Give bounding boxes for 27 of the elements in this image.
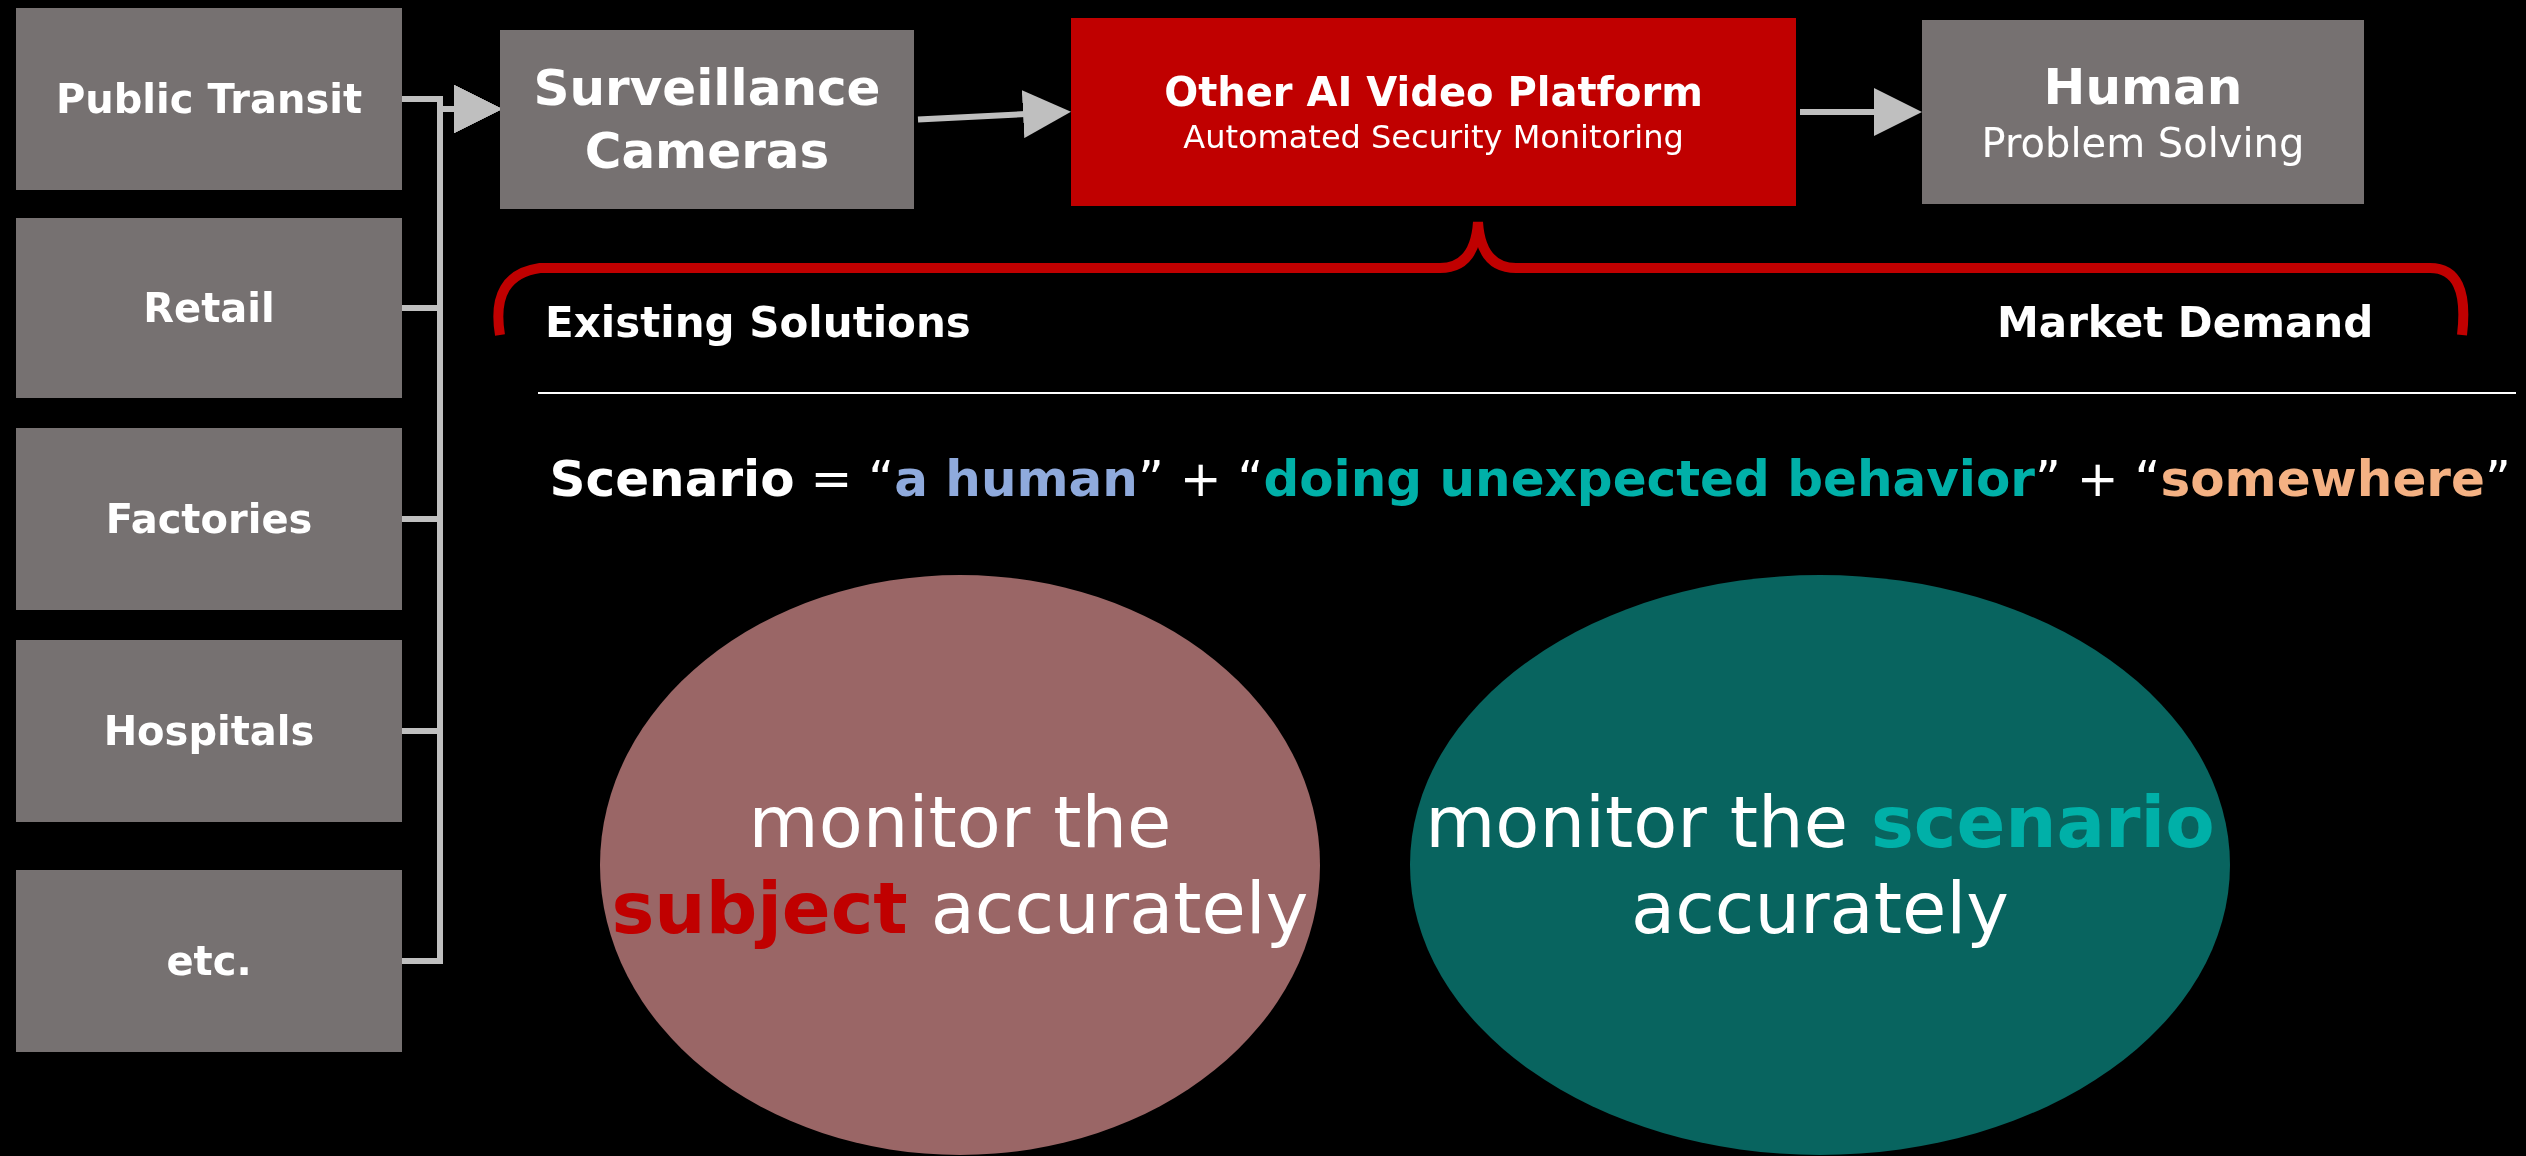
box-title: Public Transit <box>55 75 363 124</box>
arrow <box>1800 88 1922 136</box>
box-title: Factories <box>105 495 313 544</box>
venn-circle <box>600 575 1320 1155</box>
box-subtitle: Problem Solving <box>1981 119 2305 169</box>
formula-text: Scenario = “a human” + “doing unexpected behavior” + “somewhere” <box>549 450 2511 508</box>
box-title: Retail <box>143 284 275 333</box>
highlighted-process-box <box>1071 18 1796 206</box>
process-box <box>1922 20 2364 204</box>
box-subtitle: Automated Security Monitoring <box>1183 117 1684 157</box>
box-title: Surveillance Cameras <box>532 58 882 182</box>
section-label: Existing Solutions <box>545 298 971 347</box>
section-label: Market Demand <box>1997 298 2374 347</box>
process-box <box>16 640 402 822</box>
box-title: Human <box>2043 56 2243 118</box>
venn-label: monitor the scenario accurately <box>1424 778 2216 952</box>
process-box <box>16 428 402 610</box>
process-box <box>16 8 402 190</box>
box-title: etc. <box>166 937 252 986</box>
venn-label: monitor the subject accurately <box>610 778 1310 952</box>
process-box <box>16 218 402 398</box>
process-box <box>16 870 402 1052</box>
process-box <box>500 30 914 209</box>
box-title: Hospitals <box>103 707 315 756</box>
arrow <box>917 90 1071 139</box>
box-title: Other AI Video Platform <box>1164 68 1703 117</box>
venn-circle <box>1410 575 2230 1155</box>
